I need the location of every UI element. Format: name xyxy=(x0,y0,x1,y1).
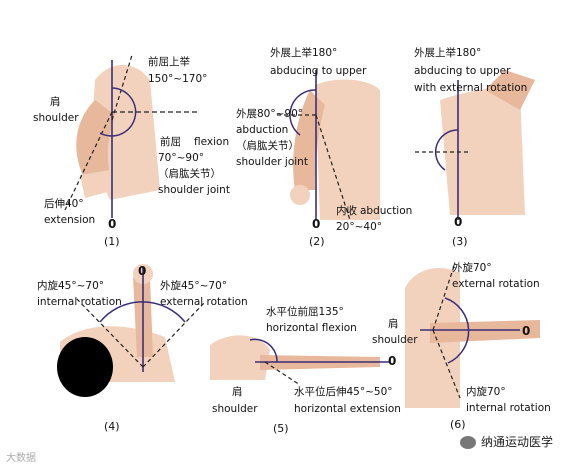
fig2-arc xyxy=(289,89,317,136)
fig6-shoulder-en: shoulder xyxy=(372,334,418,346)
fig3-zero: 0 xyxy=(454,215,463,229)
fig4-ext-cn: 外旋45°~70° xyxy=(160,280,228,292)
fig2-add-range: 20°~40° xyxy=(336,221,383,233)
fig1-flexion-en: flexion xyxy=(194,136,230,148)
fig4-internal-line xyxy=(74,296,144,368)
fig5-number: (5) xyxy=(273,422,289,435)
fig1-arm xyxy=(76,100,115,180)
fig1-flexion-range: 70°~90° xyxy=(158,152,205,164)
fig1-flex-up-cn: 前屈上举 xyxy=(148,56,190,68)
fig2-joint-cn: （肩肱关节） xyxy=(236,140,299,152)
fig2-abd-cn: 外展80°~90° xyxy=(236,108,304,120)
fig6-arm xyxy=(430,320,540,343)
fig6-int-cn: 内旋70° xyxy=(466,386,506,398)
fig4-external-line xyxy=(142,301,206,368)
fig6-ext-cn: 外旋70° xyxy=(452,262,492,274)
fig5-shoulder-en: shoulder xyxy=(212,403,258,415)
fig3-arc xyxy=(434,129,459,171)
fig2-abd-up-en: abducing to upper xyxy=(270,65,367,77)
fig5-drawing xyxy=(210,335,390,385)
fig2-add-en: abduction xyxy=(360,205,413,217)
fig4-zero: 0 xyxy=(138,264,147,278)
fig1-flexion-cn: 前屈 xyxy=(160,136,181,148)
fig5-hflex-en: horizontal flexion xyxy=(266,322,357,334)
fig2-number: (2) xyxy=(309,235,325,248)
fig2-add-cn: 内收 xyxy=(336,205,357,217)
fig3-drawing xyxy=(415,70,535,220)
fig4-int-cn: 内旋45°~70° xyxy=(37,280,105,292)
fig5-hext-en: horizontal extension xyxy=(294,403,401,415)
fig4-head xyxy=(57,337,113,397)
fig6-zero: 0 xyxy=(522,324,531,338)
wechat-icon xyxy=(460,436,476,449)
fig1-number: (1) xyxy=(104,235,120,248)
fig1-shoulder-cn: 肩 xyxy=(50,96,61,108)
fig5-arc xyxy=(249,338,278,363)
fig2-abd-up-cn: 外展上举180° xyxy=(270,47,338,59)
fig4-arc xyxy=(99,301,186,323)
fig2-joint-en: shoulder joint xyxy=(236,156,308,168)
fig6-number: (6) xyxy=(450,418,466,431)
fig4-number: (4) xyxy=(104,420,120,433)
watermark-left: 大数据 xyxy=(6,453,36,464)
fig1-drawing xyxy=(64,54,200,218)
fig1-joint-en: shoulder joint xyxy=(158,184,230,196)
fig1-joint-cn: （肩肱关节） xyxy=(158,168,221,180)
fig1-shoulder-en: shoulder xyxy=(33,112,79,124)
fig2-zero: 0 xyxy=(312,217,321,231)
watermark-right-text: 纳通运动医学 xyxy=(481,435,554,449)
fig6-int-en: internal rotation xyxy=(466,402,551,414)
watermark-right: 纳通运动医学 xyxy=(460,436,553,449)
fig5-hflex-cn: 水平位前屈135° xyxy=(266,306,344,318)
fig1-extension-cn: 后伸40° xyxy=(44,198,84,210)
fig2-drawing xyxy=(275,70,380,221)
fig3-number: (3) xyxy=(452,235,468,248)
fig6-shoulder-cn: 肩 xyxy=(388,318,399,330)
fig5-shoulder-cn: 肩 xyxy=(232,386,243,398)
fig3-abd-up-en: abducing to upper xyxy=(414,65,511,77)
fig2-adduction-line xyxy=(315,114,351,221)
fig1-arc xyxy=(99,87,137,137)
fig1-flexion-up-line xyxy=(111,54,133,121)
fig3-torso xyxy=(440,88,525,215)
fig6-internal-line xyxy=(432,329,461,399)
fig6-drawing xyxy=(405,262,540,408)
fig4-int-en: internal rotation xyxy=(37,296,122,308)
fig1-extension-en: extension xyxy=(44,214,96,226)
fig5-zero: 0 xyxy=(388,354,397,368)
fig1-flex-up-range: 150°~170° xyxy=(148,73,208,85)
fig3-abd-up-cn: 外展上举180° xyxy=(414,47,482,59)
fig5-hext-cn: 水平位后伸45°~50° xyxy=(294,386,393,398)
fig2-torso xyxy=(315,79,380,220)
fig2-hand xyxy=(290,185,310,205)
fig6-external-line xyxy=(432,262,456,331)
fig4-drawing xyxy=(57,264,206,397)
fig4-ext-en: external rotation xyxy=(160,296,248,308)
fig6-ext-en: external rotation xyxy=(452,278,540,290)
fig2-abd-en: abduction xyxy=(236,124,289,136)
fig1-zero: 0 xyxy=(108,217,117,231)
fig1-hand xyxy=(80,170,115,198)
fig3-ext-rot-en: with external rotation xyxy=(414,82,528,94)
fig6-arc xyxy=(444,297,470,364)
fig5-body xyxy=(210,335,270,380)
fig3-arm xyxy=(485,70,535,110)
